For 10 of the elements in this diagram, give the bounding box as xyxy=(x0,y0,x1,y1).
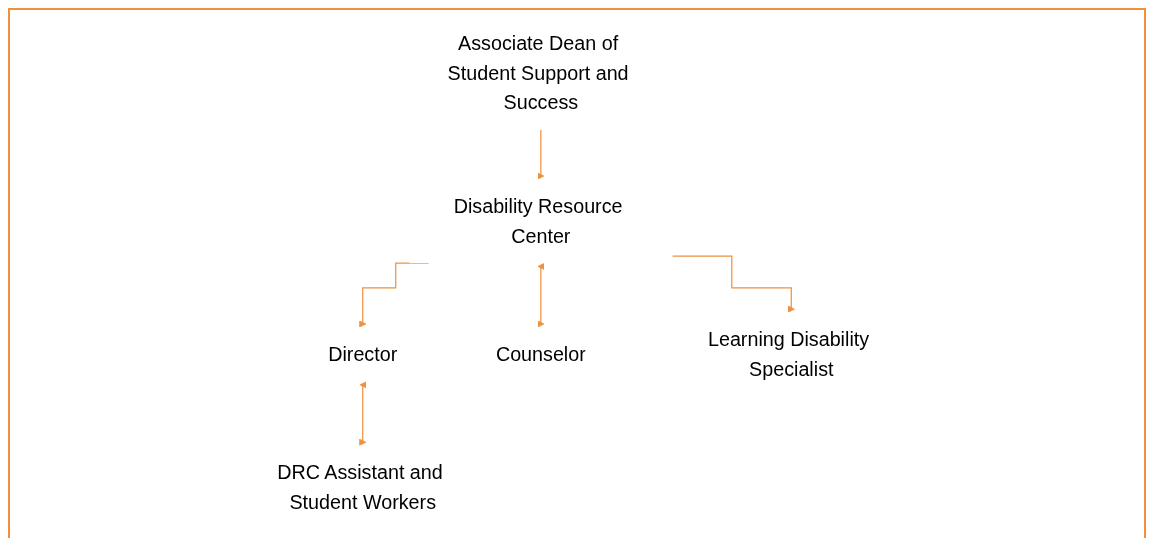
node-text: Disability Resource Center xyxy=(453,194,623,247)
arrow xyxy=(537,263,545,328)
arrow xyxy=(671,255,795,313)
node-text: Counselor xyxy=(495,342,586,366)
node-text: Director xyxy=(328,342,398,366)
node-text: Associate Dean of Student Support and Success xyxy=(447,32,629,114)
node-text: DRC Assistant and Student Workers xyxy=(277,461,443,513)
arrow xyxy=(537,129,545,180)
node-text: Learning Disability Specialist xyxy=(707,328,870,380)
arrow xyxy=(359,381,367,446)
